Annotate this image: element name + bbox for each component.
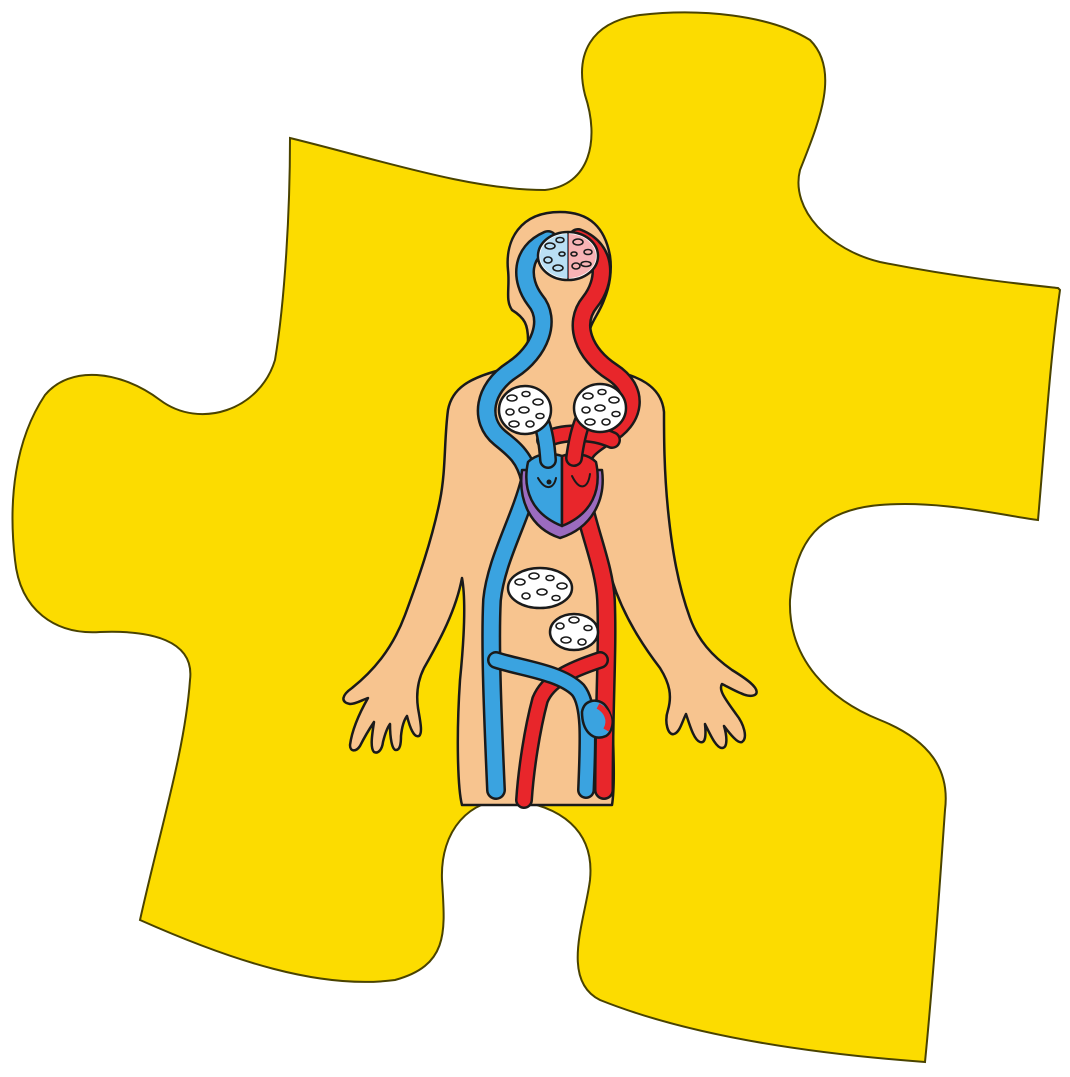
brain-capillary-bed <box>538 232 598 280</box>
heart-valve <box>547 480 552 485</box>
lower-abdomen-capillary-bed <box>550 614 598 650</box>
leg-capillary-bed <box>582 701 612 738</box>
right-lung-capillary-bed <box>574 384 626 432</box>
left-lung-capillary-bed <box>499 386 551 434</box>
abdomen-capillary-bed <box>508 568 572 608</box>
